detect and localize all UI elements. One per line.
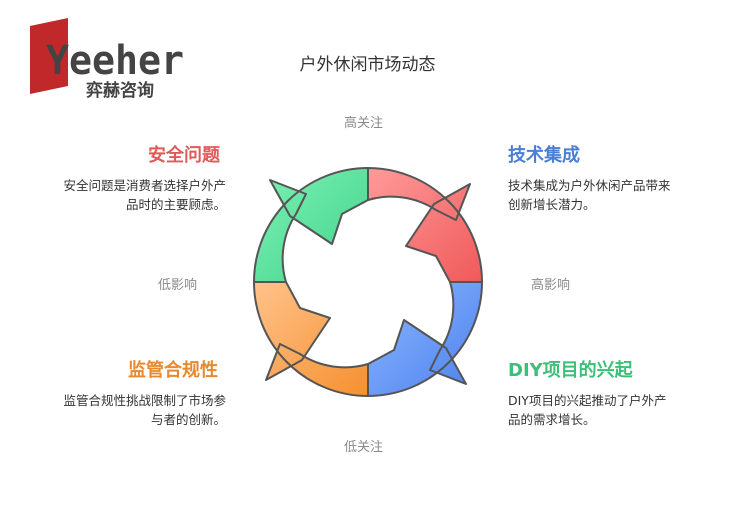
desc-safety-line2: 品时的主要顾虑。: [125, 197, 226, 212]
segment-compliance: [253, 281, 369, 397]
heading-diy: DIY项目的兴起: [508, 360, 633, 381]
desc-compliance-line1: 监管合规性挑战限制了市场参: [63, 393, 226, 408]
axis-label-bottom: 低关注: [344, 440, 384, 455]
logo-red-shape: [30, 18, 68, 94]
desc-tech-line1: 技术集成为户外休闲产品带来: [508, 178, 671, 193]
yeeher-logo: Yeeher 弈赫咨询: [30, 18, 184, 100]
desc-compliance-line2: 与者的创新。: [150, 412, 226, 427]
heading-safety: 安全问题: [148, 145, 220, 166]
desc-diy-line1: DIY项目的兴起推动了户外产: [508, 393, 667, 408]
diagram-title: 户外休闲市场动态: [0, 50, 735, 75]
desc-tech: 技术集成为户外休闲产品带来 创新增长潜力。: [508, 176, 718, 214]
segment-tech: [367, 167, 483, 283]
desc-safety-line1: 安全问题是消费者选择户外产: [63, 178, 226, 193]
axis-label-right: 高影响: [531, 278, 571, 293]
logo-subtitle-text: 弈赫咨询: [86, 80, 154, 100]
desc-safety: 安全问题是消费者选择户外产 品时的主要顾虑。: [30, 176, 226, 214]
axis-label-left: 低影响: [158, 278, 198, 293]
desc-diy: DIY项目的兴起推动了户外产 品的需求增长。: [508, 391, 718, 429]
segment-diy: [367, 281, 483, 397]
segment-safety: [253, 167, 369, 283]
desc-diy-line2: 品的需求增长。: [508, 412, 596, 427]
desc-tech-line2: 创新增长潜力。: [508, 197, 596, 212]
heading-tech: 技术集成: [508, 145, 580, 166]
cycle-diagram: [253, 167, 483, 397]
heading-compliance: 监管合规性: [128, 360, 218, 381]
axis-label-top: 高关注: [344, 116, 384, 131]
logo-brand-text: Yeeher: [46, 38, 184, 84]
diagram-title-text: 户外休闲市场动态: [299, 55, 436, 75]
desc-compliance: 监管合规性挑战限制了市场参 与者的创新。: [30, 391, 226, 429]
